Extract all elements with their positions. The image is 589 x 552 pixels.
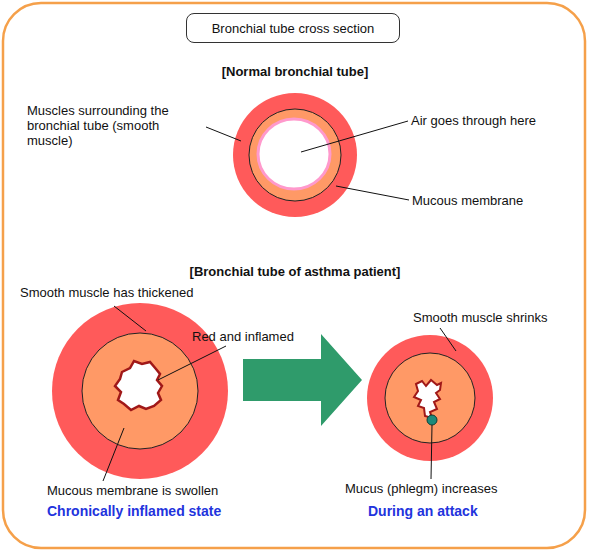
leader-line: [301, 121, 408, 152]
leader-line: [206, 127, 241, 141]
title-box: Bronchial tube cross section: [186, 13, 400, 43]
mucus-plug: [427, 415, 437, 425]
leader-line: [114, 306, 146, 331]
swollen-mucosa: [82, 333, 198, 449]
normal-bronchus: [233, 93, 357, 217]
mucosa: [385, 353, 475, 443]
attack-bronchus: [367, 335, 493, 461]
mucous-membrane: [249, 109, 341, 201]
shrunk-muscle-ring: [367, 335, 493, 461]
part-label: Mucous membrane is swollen: [47, 483, 277, 498]
outer-frame: [3, 3, 585, 548]
part-label: Red and inflamed: [192, 329, 352, 344]
progression-arrow: [243, 334, 362, 426]
narrowed-lumen: [414, 380, 441, 418]
state-label: During an attack: [368, 504, 568, 519]
part-label: Muscles surrounding the bronchial tube (…: [27, 103, 207, 148]
airway-lumen: [258, 119, 330, 189]
section-heading: [Bronchial tube of asthma patient]: [120, 264, 470, 279]
part-label: Smooth muscle has thickened: [20, 285, 260, 300]
part-label: Mucus (phlegm) increases: [345, 481, 575, 496]
part-label: Smooth muscle shrinks: [413, 310, 583, 325]
inflamed-lumen: [115, 361, 162, 410]
state-label: Chronically inflamed state: [47, 504, 277, 519]
leader-line: [103, 428, 124, 481]
part-label: Air goes through here: [411, 113, 581, 128]
smooth-muscle-ring: [233, 93, 357, 217]
leader-line: [158, 346, 226, 380]
part-label: Mucous membrane: [412, 193, 582, 208]
leader-lines: [103, 121, 456, 481]
section-heading: [Normal bronchial tube]: [120, 64, 470, 79]
leader-line: [440, 328, 456, 351]
leader-line: [431, 425, 432, 479]
leader-line: [336, 186, 409, 200]
